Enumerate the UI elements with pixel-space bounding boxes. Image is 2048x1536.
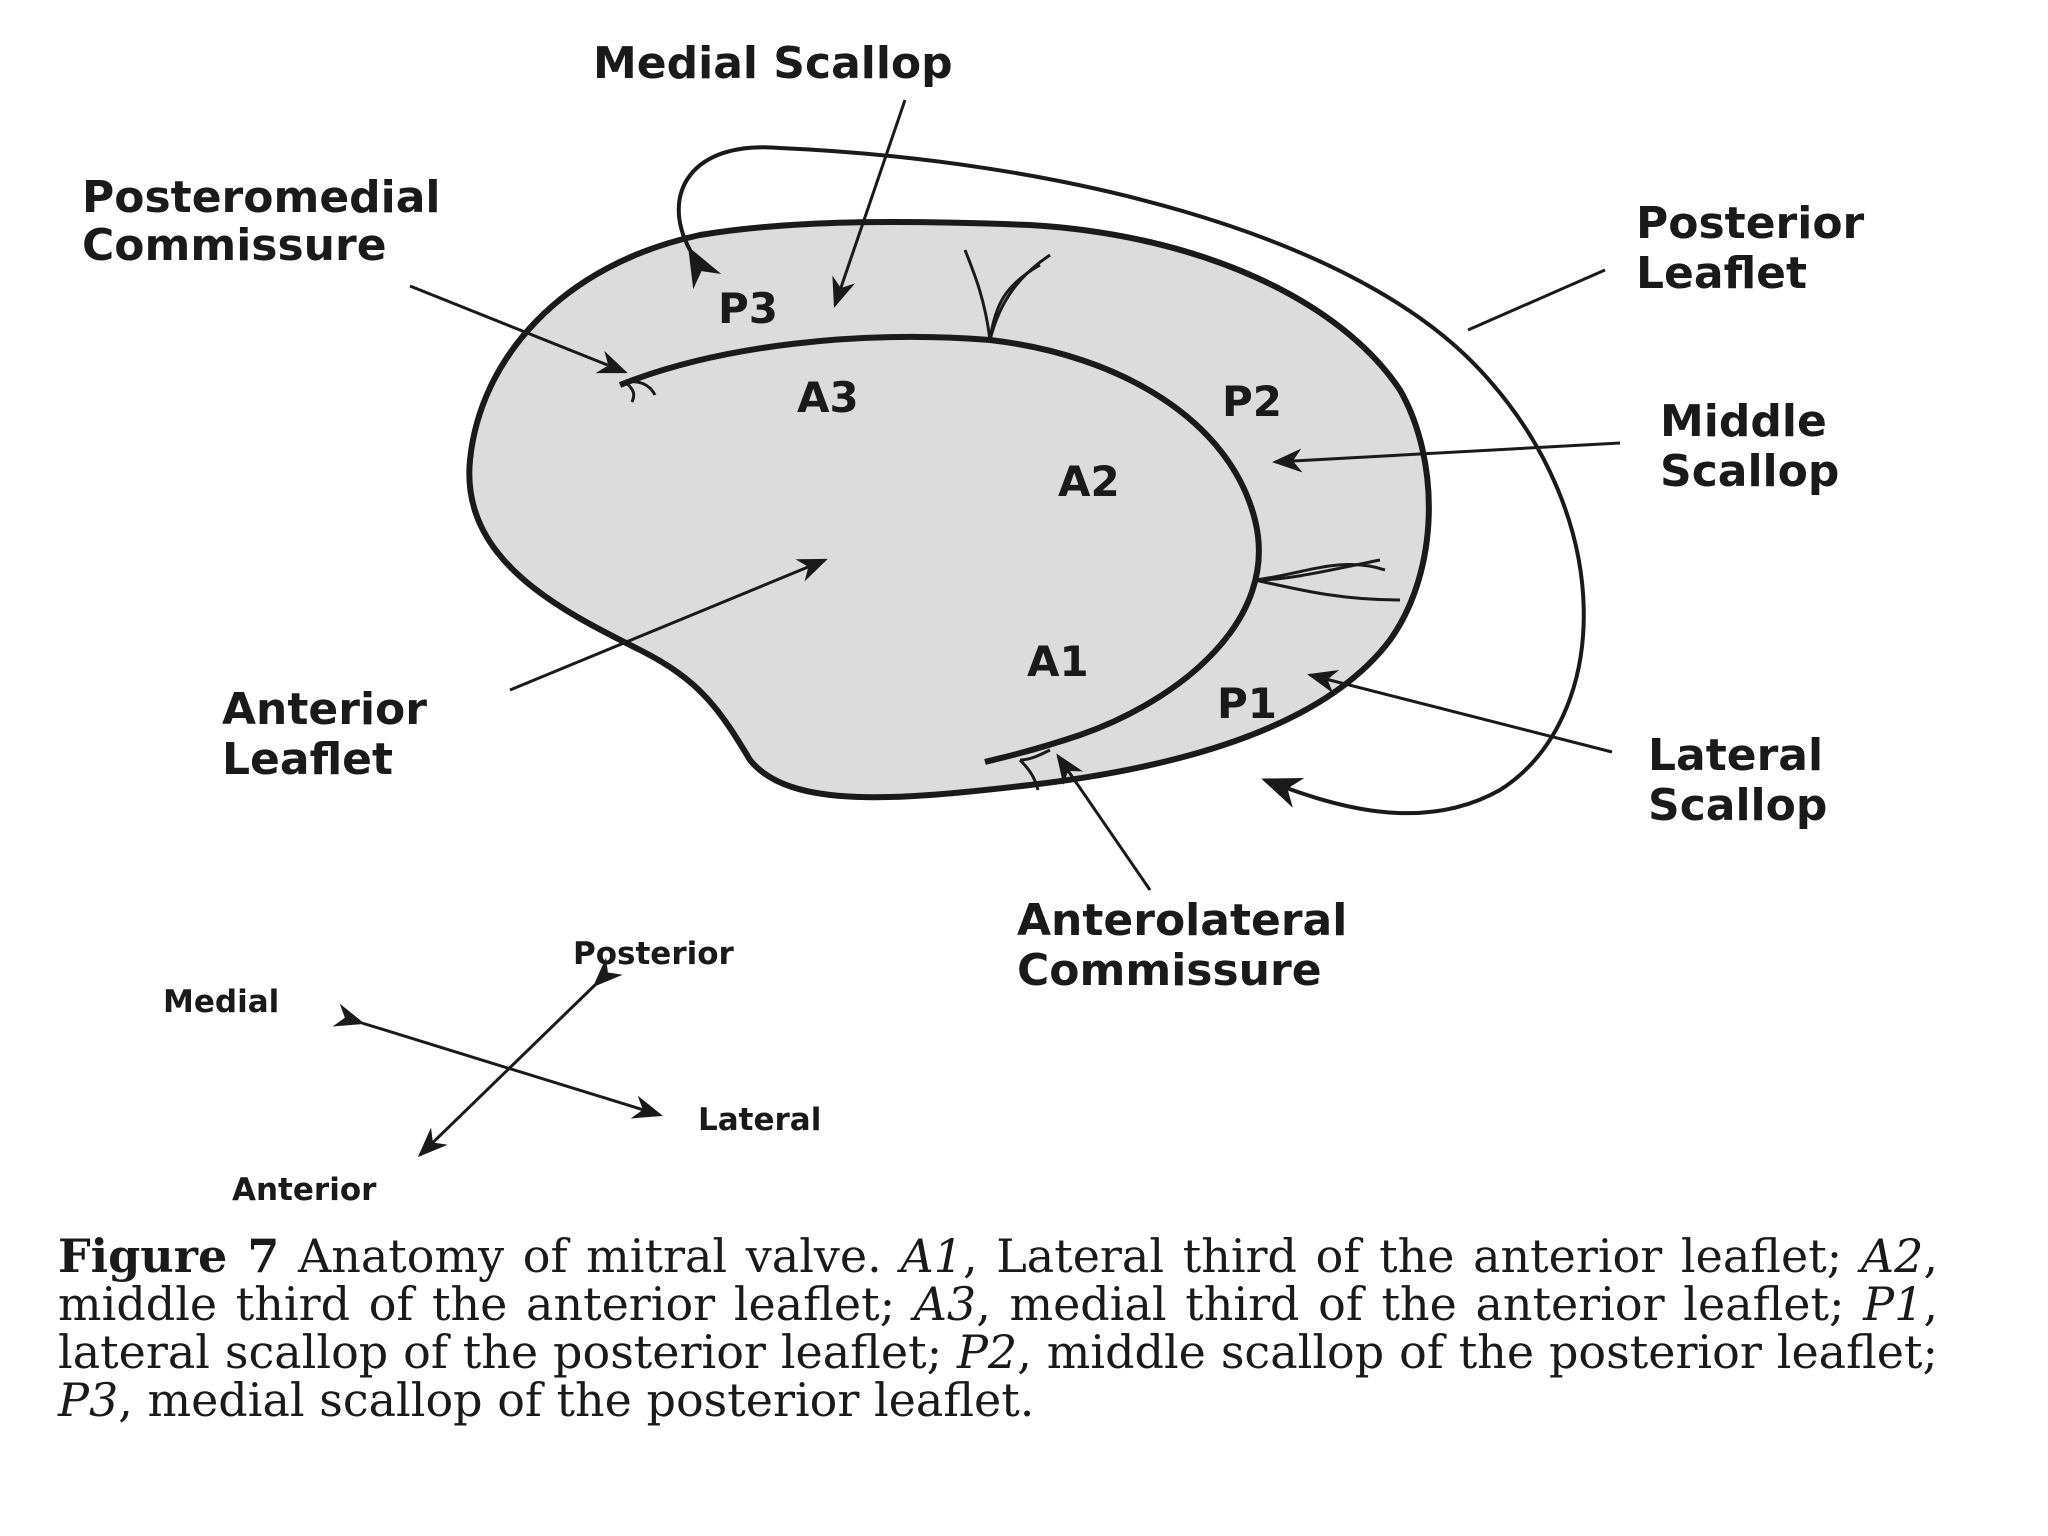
posterior-leaflet-arc (676, 145, 1586, 816)
segment-a3: A3 (797, 373, 859, 422)
label-middle-scallop-line2: Scallop (1660, 446, 1839, 497)
label-posterior-leaflet-line1: Posterior (1636, 198, 1865, 249)
caption-term-a2: A2 (1860, 1229, 1924, 1283)
caption-term-p1: P1 (1863, 1277, 1924, 1331)
caption-term-a1: A1 (900, 1229, 963, 1283)
caption-text-3: , middle third of the anterior leaflet; (58, 1229, 1938, 1331)
segment-a1: A1 (1027, 637, 1089, 686)
posteromedial-commissure-arrow (409, 284, 628, 374)
compass-label-lateral: Lateral (698, 1102, 821, 1138)
label-medial-scallop: Medial Scallop (593, 38, 953, 89)
compass-label-anterior: Anterior (232, 1172, 377, 1208)
caption-term-p2: P2 (956, 1325, 1018, 1379)
caption-text-4: , medial third of the anterior leaflet; (976, 1277, 1864, 1331)
caption-text-5: , lateral scallop of the posterior leafl… (58, 1277, 1938, 1379)
compass-label-posterior: Posterior (573, 936, 735, 972)
label-anterolateral-commissure-line2: Commissure (1017, 945, 1322, 996)
label-anterior-leaflet-line1: Anterior (222, 684, 427, 735)
label-posteromedial-commissure-line1: Posteromedial (82, 172, 441, 223)
caption-text-1: Anatomy of mitral valve. (279, 1229, 901, 1283)
segment-p3: P3 (718, 284, 778, 333)
label-posteromedial-commissure-line2: Commissure (82, 220, 387, 271)
caption-term-p3: P3 (58, 1373, 119, 1427)
segment-a2: A2 (1058, 457, 1120, 506)
compass-posterior-anterior-axis (417, 957, 623, 1158)
anterior-leaflet-arrow (509, 558, 828, 692)
caption-term-a3: A3 (913, 1277, 977, 1331)
segment-p1: P1 (1217, 679, 1277, 728)
caption-text-7: , medial scallop of the posterior leafle… (118, 1373, 1035, 1427)
valve-outline (466, 219, 1432, 801)
compass-label-medial: Medial (163, 984, 279, 1020)
compass-medial-lateral-axis (332, 1003, 663, 1119)
figure-caption: Figure 7 Anatomy of mitral valve. A1, La… (58, 1232, 1938, 1424)
middle-scallop-arrow (1272, 441, 1621, 473)
label-anterolateral-commissure-line1: Anterolateral (1017, 895, 1347, 946)
label-posterior-leaflet-line2: Leaflet (1636, 248, 1807, 299)
caption-text-6: , middle scallop of the posterior leafle… (1017, 1325, 1938, 1379)
caption-figure-label: Figure 7 (58, 1229, 280, 1283)
label-lateral-scallop-line2: Scallop (1648, 780, 1827, 831)
label-middle-scallop-line1: Middle (1660, 396, 1827, 447)
anterolateral-commissure-arrow (1056, 753, 1152, 891)
segment-p2: P2 (1222, 377, 1282, 426)
label-lateral-scallop-line1: Lateral (1648, 730, 1823, 781)
caption-text-2: , Lateral third of the anterior leaflet; (962, 1229, 1861, 1283)
lateral-scallop-arrow (1307, 670, 1613, 754)
posterior-leaflet-pointer (1467, 268, 1606, 332)
medial-scallop-arrow (832, 99, 907, 308)
label-anterior-leaflet-line2: Leaflet (222, 734, 393, 785)
